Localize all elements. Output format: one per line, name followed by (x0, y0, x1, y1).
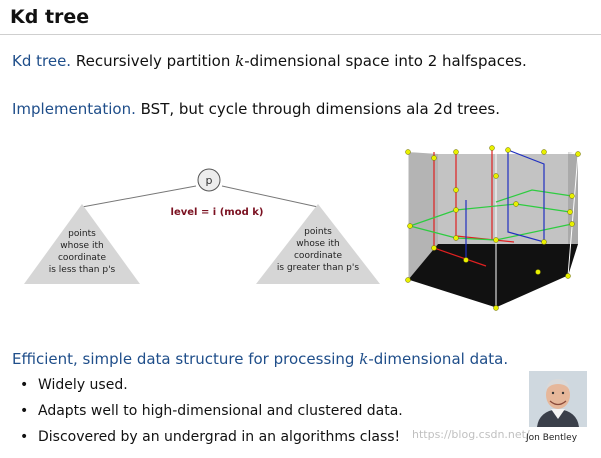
split-point (453, 235, 459, 241)
split-point (405, 277, 411, 283)
definition-text: Recursively partition (75, 52, 231, 70)
title-bar: Kd tree (0, 0, 601, 35)
bullet-icon: • (20, 403, 29, 419)
portrait-photo (529, 371, 587, 427)
summary-text: Efficient, simple data structure for pro… (12, 350, 355, 368)
split-point (453, 149, 459, 155)
bullet-text: Widely used. (38, 377, 128, 393)
split-point (453, 187, 459, 193)
bullet-icon: • (20, 377, 29, 393)
bullet-list: • Widely used. • Adapts well to high-dimen… (20, 372, 403, 450)
left-subtree-triangle (24, 204, 140, 284)
split-point (493, 237, 499, 243)
split-point (541, 239, 547, 245)
cube-floor (408, 244, 578, 308)
split-point (493, 173, 499, 179)
bullet-text: Adapts well to high-dimensional and clus… (38, 403, 403, 419)
split-point (405, 149, 411, 155)
split-point (575, 151, 581, 157)
split-point (407, 223, 413, 229)
split-point (567, 209, 573, 215)
portrait-illustration (529, 371, 587, 427)
list-item: • Adapts well to high-dimensional and clu… (20, 398, 403, 424)
bullet-icon: • (20, 429, 29, 445)
left-edge (81, 185, 197, 208)
term-kd-tree: Kd tree. (12, 52, 72, 70)
right-subtree-triangle (256, 204, 380, 284)
level-label: level = i (mod k) (171, 207, 264, 218)
list-item: • Widely used. (20, 372, 403, 398)
cube-left-wall (408, 152, 438, 280)
kd-cube-illustration (405, 145, 581, 311)
left-text-1: points (68, 229, 96, 239)
photo-caption: Jon Bentley (526, 433, 578, 443)
right-text-4: is greater than p's (277, 263, 359, 273)
bullet-text: Discovered by an undergrad in an algorit… (38, 429, 401, 445)
term-implementation: Implementation. (12, 100, 136, 118)
split-point (541, 149, 547, 155)
summary-k-symbol: k (359, 350, 369, 368)
split-point (535, 269, 541, 275)
cube-edge-right (567, 153, 579, 277)
left-text-3: coordinate (58, 253, 106, 263)
right-text-2: whose ith (296, 239, 339, 249)
split-point (453, 207, 459, 213)
right-edge (221, 185, 319, 208)
definition-line: Kd tree. Recursively partition k-dimensi… (12, 52, 527, 70)
split-point (463, 257, 469, 263)
implementation-line: Implementation. BST, but cycle through d… (12, 100, 500, 118)
root-label: p (206, 174, 213, 187)
split-point (489, 145, 495, 151)
split-point (431, 245, 437, 251)
left-text-2: whose ith (60, 241, 103, 251)
slide-title: Kd tree (10, 6, 90, 28)
left-text-4: is less than p's (49, 265, 116, 275)
split-point (565, 273, 571, 279)
right-text-1: points (304, 227, 332, 237)
green-plane-line (409, 203, 571, 227)
summary-text-end: -dimensional data. (368, 350, 509, 368)
implementation-text: BST, but cycle through dimensions ala 2d… (140, 100, 501, 118)
tree-diagram: p level = i (mod k) points whose ith coo… (24, 168, 380, 284)
list-item: • Discovered by an undergrad in an algori… (20, 424, 403, 450)
right-text-3: coordinate (294, 251, 342, 261)
split-point (493, 305, 499, 311)
root-node (197, 168, 221, 192)
definition-text-end: -dimensional space into 2 halfspaces. (244, 52, 527, 70)
split-point (569, 221, 575, 227)
split-point (431, 155, 437, 161)
summary-line: Efficient, simple data structure for pro… (12, 350, 508, 368)
split-point (505, 147, 511, 153)
watermark: https://blog.csdn.net/ (412, 428, 530, 441)
green-plane-line-2 (409, 223, 573, 241)
split-point (513, 201, 519, 207)
split-point (569, 193, 575, 199)
k-symbol: k (235, 52, 245, 70)
